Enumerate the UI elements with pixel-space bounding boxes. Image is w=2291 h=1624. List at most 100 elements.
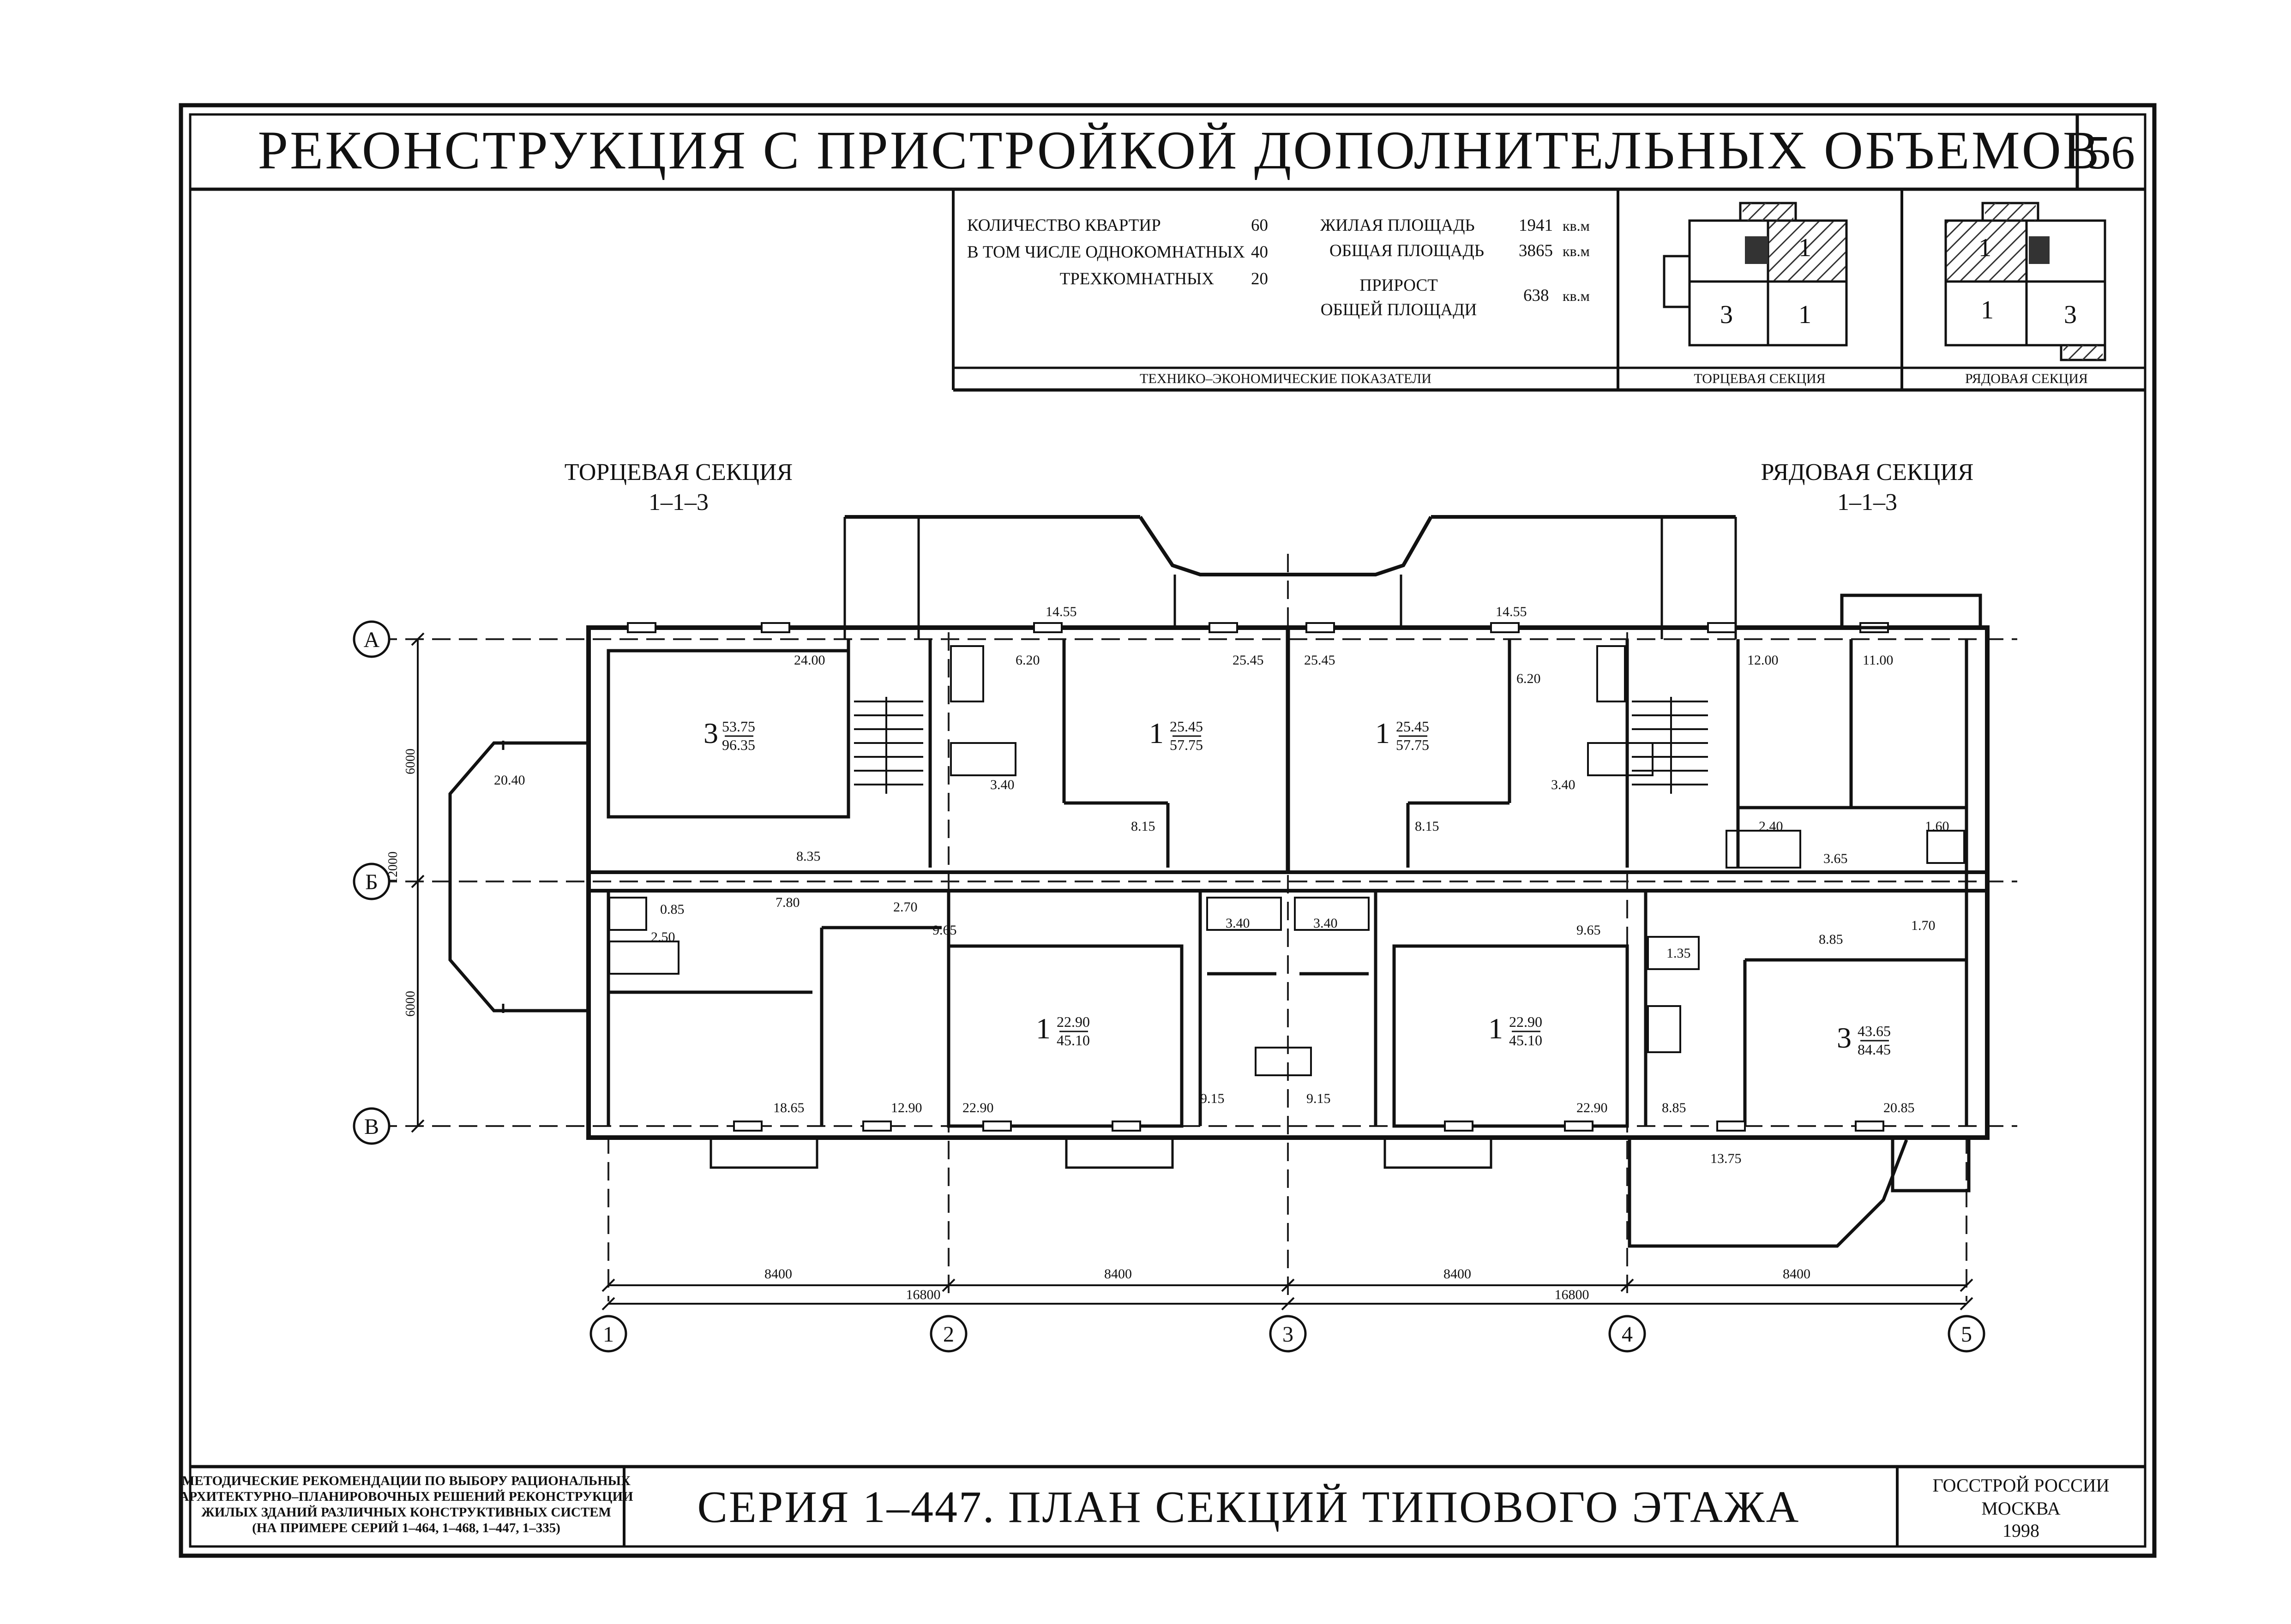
- floor-plan: ТОРЦЕВАЯ СЕКЦИЯ 1–1–3 РЯДОВАЯ СЕКЦИЯ 1–1…: [353, 459, 2017, 1353]
- axis-col-3: 3: [1269, 1315, 1307, 1353]
- area-label-living: ЖИЛАЯ ПЛОЩАДЬ: [1320, 216, 1475, 235]
- room-area: 25.45: [1233, 653, 1264, 668]
- footer-note-line-2: АРХИТЕКТУРНО–ПЛАНИРОВОЧНЫХ РЕШЕНИЙ РЕКОН…: [179, 1489, 633, 1504]
- axis-col-5: 5: [1948, 1315, 1985, 1353]
- section-left-code: 1–1–3: [649, 489, 709, 515]
- footer: МЕТОДИЧЕСКИЕ РЕКОМЕНДАЦИИ ПО ВЫБОРУ РАЦИ…: [179, 1474, 2109, 1541]
- apartment-2: 1 25.45 57.75: [1149, 717, 1203, 753]
- footer-org: ГОССТРОЙ РОССИИ: [1932, 1475, 2109, 1496]
- footer-note-line-4: (НА ПРИМЕРЕ СЕРИЙ 1–464, 1–468, 1–447, 1…: [252, 1520, 560, 1535]
- indicator-value-one-room: 40: [1251, 243, 1268, 262]
- apartment-2-total: 57.75: [1170, 737, 1203, 753]
- indicators-table: КОЛИЧЕСТВО КВАРТИР 60 В ТОМ ЧИСЛЕ ОДНОКО…: [952, 189, 2145, 392]
- area-value-increase: 638: [1523, 286, 1549, 305]
- apartment-2-living: 25.45: [1170, 718, 1203, 735]
- apartment-4-total: 45.10: [1057, 1032, 1090, 1049]
- room-area: 1.70: [1911, 918, 1936, 933]
- apartment-3-rooms: 1: [1375, 717, 1390, 749]
- room-area: 8.35: [796, 849, 821, 864]
- room-area: 14.55: [1046, 604, 1077, 619]
- key-end-cell-1: 1: [1798, 234, 1811, 262]
- room-area: 12.90: [891, 1100, 922, 1115]
- footer-city: МОСКВА: [1981, 1498, 2060, 1519]
- axis-col-2-label: 2: [943, 1322, 954, 1347]
- room-area: 3.40: [1551, 777, 1575, 792]
- apartment-5-total: 45.10: [1509, 1032, 1542, 1049]
- axis-row-v: В: [353, 1107, 391, 1145]
- key-row-cell-2: 1: [1981, 296, 1994, 324]
- footer-year: 1998: [2002, 1520, 2039, 1541]
- apartment-4-living: 22.90: [1057, 1013, 1090, 1030]
- apartment-4-rooms: 1: [1036, 1012, 1051, 1045]
- section-right-title: РЯДОВАЯ СЕКЦИЯ: [1761, 459, 1974, 485]
- room-area: 1.60: [1925, 819, 1949, 834]
- area-unit-living: кв.м: [1563, 217, 1590, 234]
- room-areas-top: 24.00 20.40 14.55 6.20 25.45 25.45 14.55…: [494, 604, 1949, 866]
- indicator-label-three-room: ТРЕХКОМНАТНЫХ: [1060, 270, 1215, 288]
- room-area: 3.40: [1313, 916, 1338, 931]
- room-area: 22.90: [962, 1100, 994, 1115]
- dim-row-4: 8400: [1783, 1266, 1810, 1282]
- room-area: 7.80: [776, 895, 800, 910]
- room-area: 2.70: [893, 899, 918, 915]
- stair-right: [1632, 697, 1708, 794]
- sheet-title: РЕКОНСТРУКЦИЯ С ПРИСТРОЙКОЙ ДОПОЛНИТЕЛЬН…: [258, 120, 2101, 180]
- dim-total-2: 16800: [1555, 1287, 1589, 1302]
- room-area: 6.20: [1516, 671, 1541, 686]
- axis-col-4: 4: [1608, 1315, 1646, 1353]
- room-area: 3.40: [1226, 916, 1250, 931]
- room-area: 0.85: [660, 902, 685, 917]
- section-left-title: ТОРЦЕВАЯ СЕКЦИЯ: [565, 459, 793, 485]
- room-area: 18.65: [773, 1100, 805, 1115]
- indicator-label-flats: КОЛИЧЕСТВО КВАРТИР: [967, 216, 1161, 235]
- axis-row-a-label: А: [364, 628, 380, 652]
- room-area: 8.85: [1662, 1100, 1686, 1115]
- key-end-caption: ТОРЦЕВАЯ СЕКЦИЯ: [1694, 371, 1825, 386]
- room-area: 9.65: [932, 923, 957, 938]
- dim-row-2: 8400: [1104, 1266, 1132, 1282]
- apartment-4: 1 22.90 45.10: [1036, 1012, 1090, 1049]
- room-area: 1.35: [1666, 946, 1691, 961]
- room-area: 13.75: [1710, 1151, 1742, 1166]
- area-label-total: ОБЩАЯ ПЛОЩАДЬ: [1329, 241, 1484, 260]
- apartment-3-total: 57.75: [1396, 737, 1429, 753]
- apartment-5-living: 22.90: [1509, 1013, 1542, 1030]
- apartment-1: 3 53.75 96.35: [704, 717, 755, 753]
- annex-top-center: [843, 515, 1737, 639]
- room-area: 9.65: [1576, 923, 1601, 938]
- room-area: 25.45: [1304, 653, 1335, 668]
- axis-row-b: Б: [353, 863, 391, 900]
- apartment-6: 3 43.65 84.45: [1837, 1021, 1891, 1058]
- apartment-5: 1 22.90 45.10: [1488, 1012, 1542, 1049]
- area-value-total: 3865: [1519, 241, 1553, 260]
- room-area: 20.40: [494, 773, 525, 788]
- axis-col-4-label: 4: [1622, 1322, 1633, 1347]
- axis-row-b-label: Б: [365, 870, 378, 894]
- room-area: 6.20: [1016, 653, 1040, 668]
- walls: [586, 625, 1990, 1140]
- balconies: [710, 1140, 1492, 1169]
- dim-vert-1: 6000: [403, 749, 418, 774]
- area-value-living: 1941: [1519, 216, 1553, 235]
- dim-total-1: 16800: [906, 1287, 941, 1302]
- apartment-1-total: 96.35: [722, 737, 755, 753]
- footer-title: СЕРИЯ 1–447. ПЛАН СЕКЦИЙ ТИПОВОГО ЭТАЖА: [698, 1482, 1800, 1532]
- room-area: 14.55: [1496, 604, 1527, 619]
- room-area: 3.65: [1823, 851, 1848, 866]
- indicator-label-one-room: В ТОМ ЧИСЛЕ ОДНОКОМНАТНЫХ: [967, 243, 1245, 262]
- room-area: 2.50: [651, 929, 675, 945]
- room-area: 22.90: [1576, 1100, 1608, 1115]
- indicator-value-flats: 60: [1251, 216, 1268, 235]
- room-area: 2.40: [1759, 819, 1783, 834]
- section-right-code: 1–1–3: [1837, 489, 1897, 515]
- apartment-1-living: 53.75: [722, 718, 755, 735]
- indicator-value-three-room: 20: [1251, 270, 1268, 288]
- sheet-number: 56: [2087, 126, 2135, 179]
- annex-bottom-right: [1628, 593, 1982, 1248]
- key-row-caption: РЯДОВАЯ СЕКЦИЯ: [1965, 371, 2088, 386]
- area-label-increase-2: ОБЩЕЙ ПЛОЩАДИ: [1321, 300, 1477, 319]
- axis-col-1-label: 1: [603, 1322, 614, 1347]
- axis-col-5-label: 5: [1961, 1322, 1972, 1347]
- key-end-cell-3: 1: [1798, 300, 1811, 329]
